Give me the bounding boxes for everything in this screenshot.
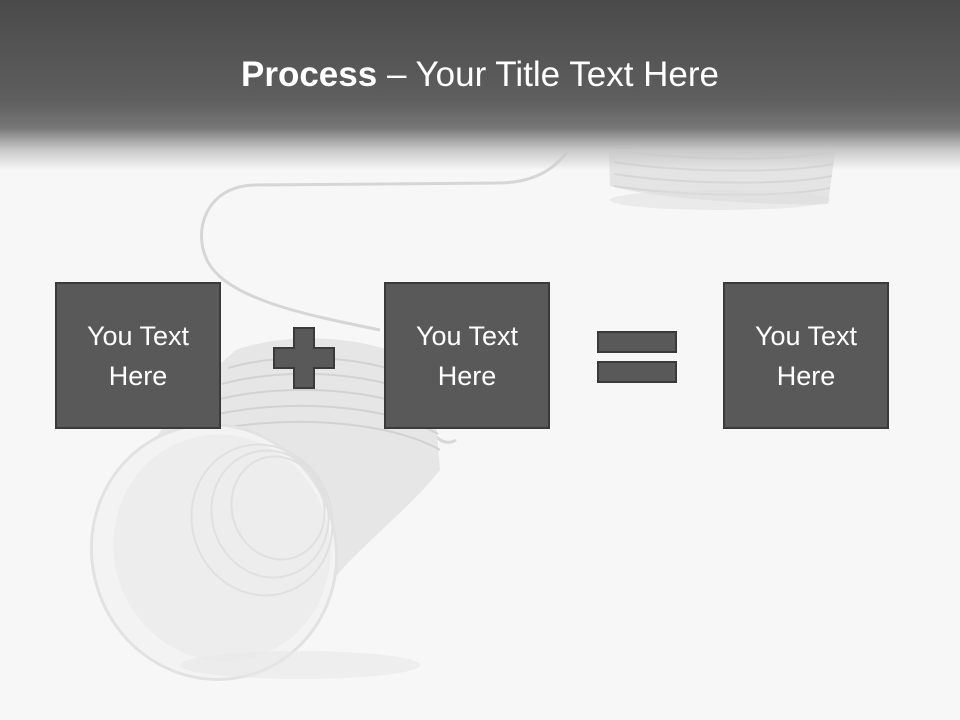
equals-icon: [597, 331, 677, 383]
process-box-2-label: You Text Here: [415, 320, 519, 391]
process-box-2[interactable]: You Text Here: [384, 282, 550, 429]
process-box-3[interactable]: You Text Here: [723, 282, 889, 429]
title-bold-text: Process: [241, 55, 378, 94]
title-rest-text: – Your Title Text Here: [377, 55, 719, 94]
process-box-3-label: You Text Here: [754, 320, 858, 391]
plus-icon: [273, 327, 335, 389]
process-box-1[interactable]: You Text Here: [55, 282, 221, 429]
title-bar: [0, 0, 960, 170]
slide-title[interactable]: Process – Your Title Text Here: [0, 52, 960, 98]
process-box-1-label: You Text Here: [86, 320, 190, 391]
